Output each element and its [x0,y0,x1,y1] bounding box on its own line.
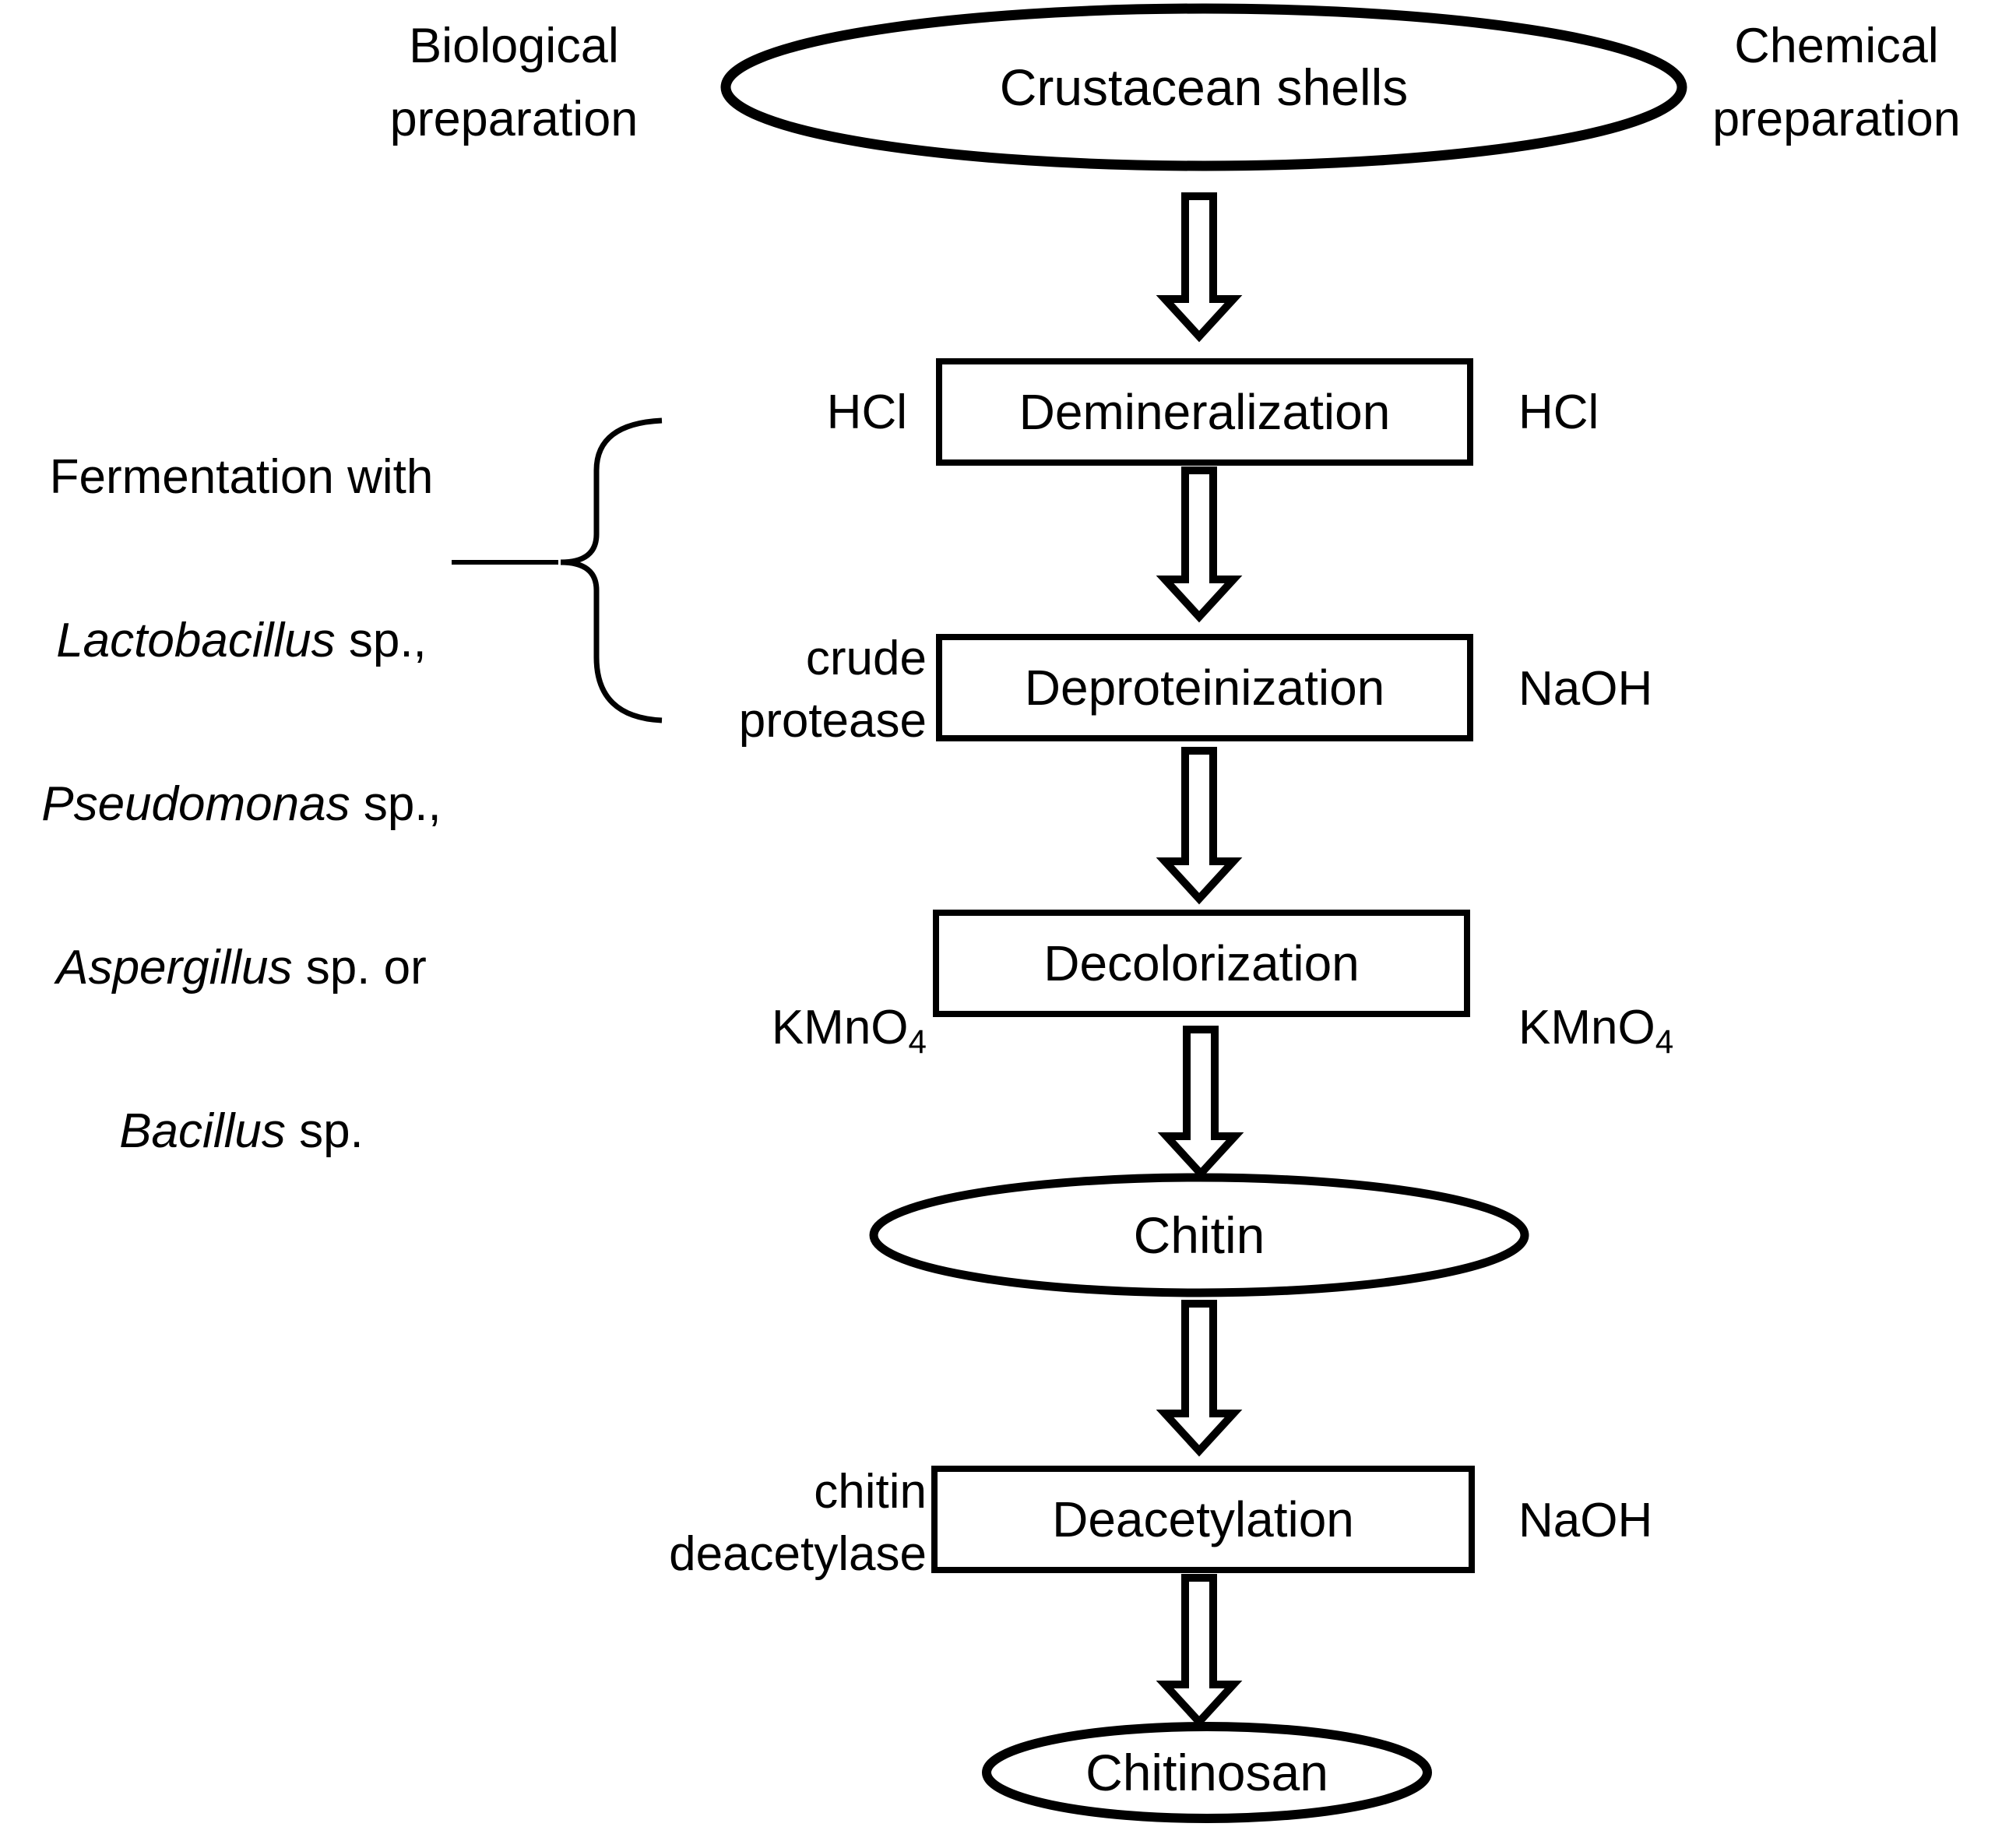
chitin-ellipse [869,1173,1529,1297]
fermentation-line: Aspergillus sp. or [56,941,427,994]
crustacean-shells-label: Crustacean shells [999,58,1409,116]
flow-arrow-3 [1156,747,1243,905]
deacetylation-box [931,1466,1475,1573]
decolorization-label: Decolorization [1043,935,1360,991]
fermentation-line: Pseudomonas sp., [41,777,442,831]
flow-arrow-4 [1157,1026,1244,1180]
demineralization-box [936,358,1473,466]
chitin-deacetylase-label: chitin deacetylase [669,1465,927,1581]
flow-arrow-5 [1156,1300,1243,1457]
biological-preparation-label: Biological preparation [389,19,639,146]
kmno4-right-label: KMnO4 [1518,1001,1674,1060]
chemical-preparation-label: Chemical preparation [1712,19,1961,146]
decolorization-box [933,910,1470,1017]
crude-protease-label: crude protease [738,632,927,748]
deacetylation-label: Deacetylation [1052,1491,1354,1547]
fermentation-line: Bacillus sp. [119,1104,364,1158]
chitinosan-label: Chitinosan [1085,1744,1328,1801]
deproteinization-label: Deproteinization [1024,660,1385,716]
fermentation-brace [560,417,663,723]
chitin-label: Chitin [1133,1206,1265,1264]
fermentation-line: Fermentation with [49,450,434,504]
kmno4-left-label: KMnO4 [771,1001,927,1060]
fermentation-annotation: Fermentation with Lactobacillus sp., Pse… [0,354,483,1254]
deproteinization-box [936,634,1473,741]
chitinosan-ellipse [982,1722,1432,1823]
naoh-right-label-1: NaOH [1518,662,1653,716]
fermentation-line: Lactobacillus sp., [56,614,427,667]
flow-arrow-2 [1156,466,1243,623]
crustacean-shells-ellipse [720,3,1687,171]
hcl-left-label: HCl [826,385,907,439]
flow-arrow-6 [1156,1574,1243,1728]
demineralization-label: Demineralization [1019,384,1391,440]
flow-arrow-1 [1156,192,1243,343]
naoh-right-label-2: NaOH [1518,1494,1653,1547]
hcl-right-label: HCl [1518,385,1599,439]
